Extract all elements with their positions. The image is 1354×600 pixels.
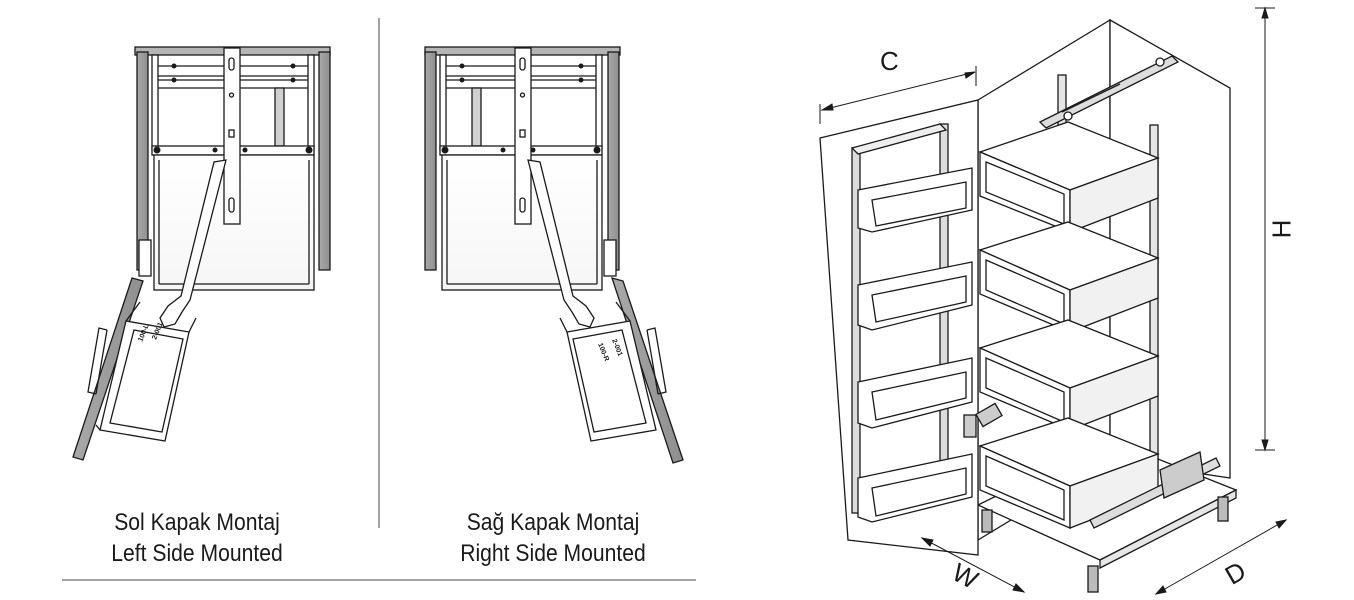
left-caption: Sol Kapak Montaj Left Side Mounted [65,507,329,569]
door-handle [87,327,108,395]
cabinet-right-panel [318,51,331,271]
cabinet-right-panel [607,51,620,271]
frame-right-upright [595,54,603,151]
pantry-unit-isometric [819,18,1238,593]
frame-left-upright [151,54,159,151]
frame-right-upright [307,54,315,151]
vertical-mount-bar [514,47,532,225]
cabinet-left-panel [424,51,437,271]
pivot-arm [159,159,227,328]
dimension-h-label: H [1266,219,1297,239]
right-caption: Sağ Kapak Montaj Right Side Mounted [421,507,685,569]
top-linkage [1038,55,1180,129]
inner-post [274,87,285,147]
right-caption-en: Right Side Mounted [460,540,646,567]
dimension-lines [819,6,1288,595]
cabinet-drawer [978,319,1160,431]
right-caption-tr: Sağ Kapak Montaj [466,509,640,536]
door-handle [646,327,667,395]
door-basket [857,261,973,331]
vertical-mount-bar [223,47,241,225]
left-caption-tr: Sol Kapak Montaj [114,509,280,536]
door-basket [857,453,973,523]
inner-post [471,87,482,147]
dimension-c-label: C [880,46,899,76]
cabinet-drawer [978,121,1160,233]
frame-left-upright [439,54,447,151]
right-mounted-view: 100-R 2-001 [424,46,684,464]
cabinet-drawer [978,221,1160,333]
door-basket [857,167,973,233]
left-caption-en: Left Side Mounted [111,540,283,567]
door-hinge [963,402,1003,438]
cabinet-left-panel [136,51,149,271]
left-mounted-view: 100-L 2-001 [72,46,331,461]
pivot-arm [527,159,595,328]
cabinet-drawer [978,417,1160,529]
door-basket [857,357,973,429]
